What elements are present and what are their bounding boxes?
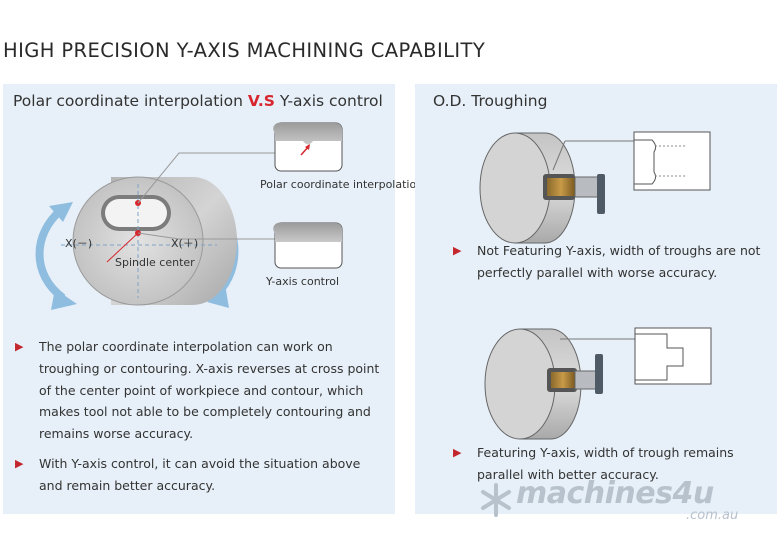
trough-detail-box-1 bbox=[633, 131, 711, 191]
polar-vs-yaxis-panel: Polar coordinate interpolation V.S Y-axi… bbox=[3, 84, 423, 514]
od-troughing-panel: O.D. Troughing bbox=[415, 84, 777, 514]
label-x-plus: X(＋) bbox=[171, 237, 199, 250]
panel-heading-od-troughing: O.D. Troughing bbox=[433, 92, 548, 110]
od-troughing-diagram bbox=[479, 131, 712, 440]
label-yaxis-control: Y-axis control bbox=[266, 275, 340, 288]
workpiece-with-yaxis bbox=[484, 327, 712, 440]
bullet-without-yaxis-list: ▶ Not Featuring Y-axis, width of troughs… bbox=[453, 240, 773, 292]
bullet-without-yaxis: ▶ Not Featuring Y-axis, width of troughs… bbox=[453, 240, 773, 284]
arrowhead-left-icon bbox=[49, 202, 73, 222]
triangle-right-icon: ▶ bbox=[15, 456, 24, 470]
heading-part1: Polar coordinate interpolation bbox=[13, 92, 248, 110]
trough-detail-box-2 bbox=[634, 327, 712, 385]
rotation-arrow-left-icon bbox=[35, 206, 66, 302]
label-spindle-center: Spindle center bbox=[115, 256, 195, 269]
triangle-right-icon: ▶ bbox=[453, 244, 462, 257]
tool-holder bbox=[597, 174, 605, 214]
watermark-brand: machines4u bbox=[516, 476, 714, 511]
star-logo-icon bbox=[481, 483, 511, 517]
panel-heading: Polar coordinate interpolation V.S Y-axi… bbox=[13, 92, 383, 110]
polar-vs-yaxis-diagram bbox=[35, 122, 343, 310]
label-x-minus: X(－) bbox=[65, 237, 93, 250]
left-bullet-list: ▶ The polar coordinate interpolation can… bbox=[15, 336, 383, 505]
watermark-logo: machines4u .com.au bbox=[478, 476, 778, 524]
heading-part2: Y-axis control bbox=[274, 92, 383, 110]
bullet-with-yaxis: ▶ Featuring Y-axis, width of trough rema… bbox=[453, 442, 773, 486]
bullet-with-yaxis-list: ▶ Featuring Y-axis, width of trough rema… bbox=[453, 442, 773, 494]
heading-vs: V.S bbox=[247, 92, 275, 110]
workpiece-without-yaxis bbox=[479, 131, 711, 244]
watermark-domain: .com.au bbox=[686, 508, 739, 523]
page-title: HIGH PRECISION Y-AXIS MACHINING CAPABILI… bbox=[3, 39, 486, 62]
bullet-yaxis-description: ▶ With Y-axis control, it can avoid the … bbox=[15, 453, 383, 497]
bullet-polar-description: ▶ The polar coordinate interpolation can… bbox=[15, 336, 383, 445]
triangle-right-icon: ▶ bbox=[15, 340, 24, 353]
label-polar-interpolation: Polar coordinate interpolation bbox=[260, 178, 424, 191]
triangle-right-icon: ▶ bbox=[453, 446, 462, 459]
